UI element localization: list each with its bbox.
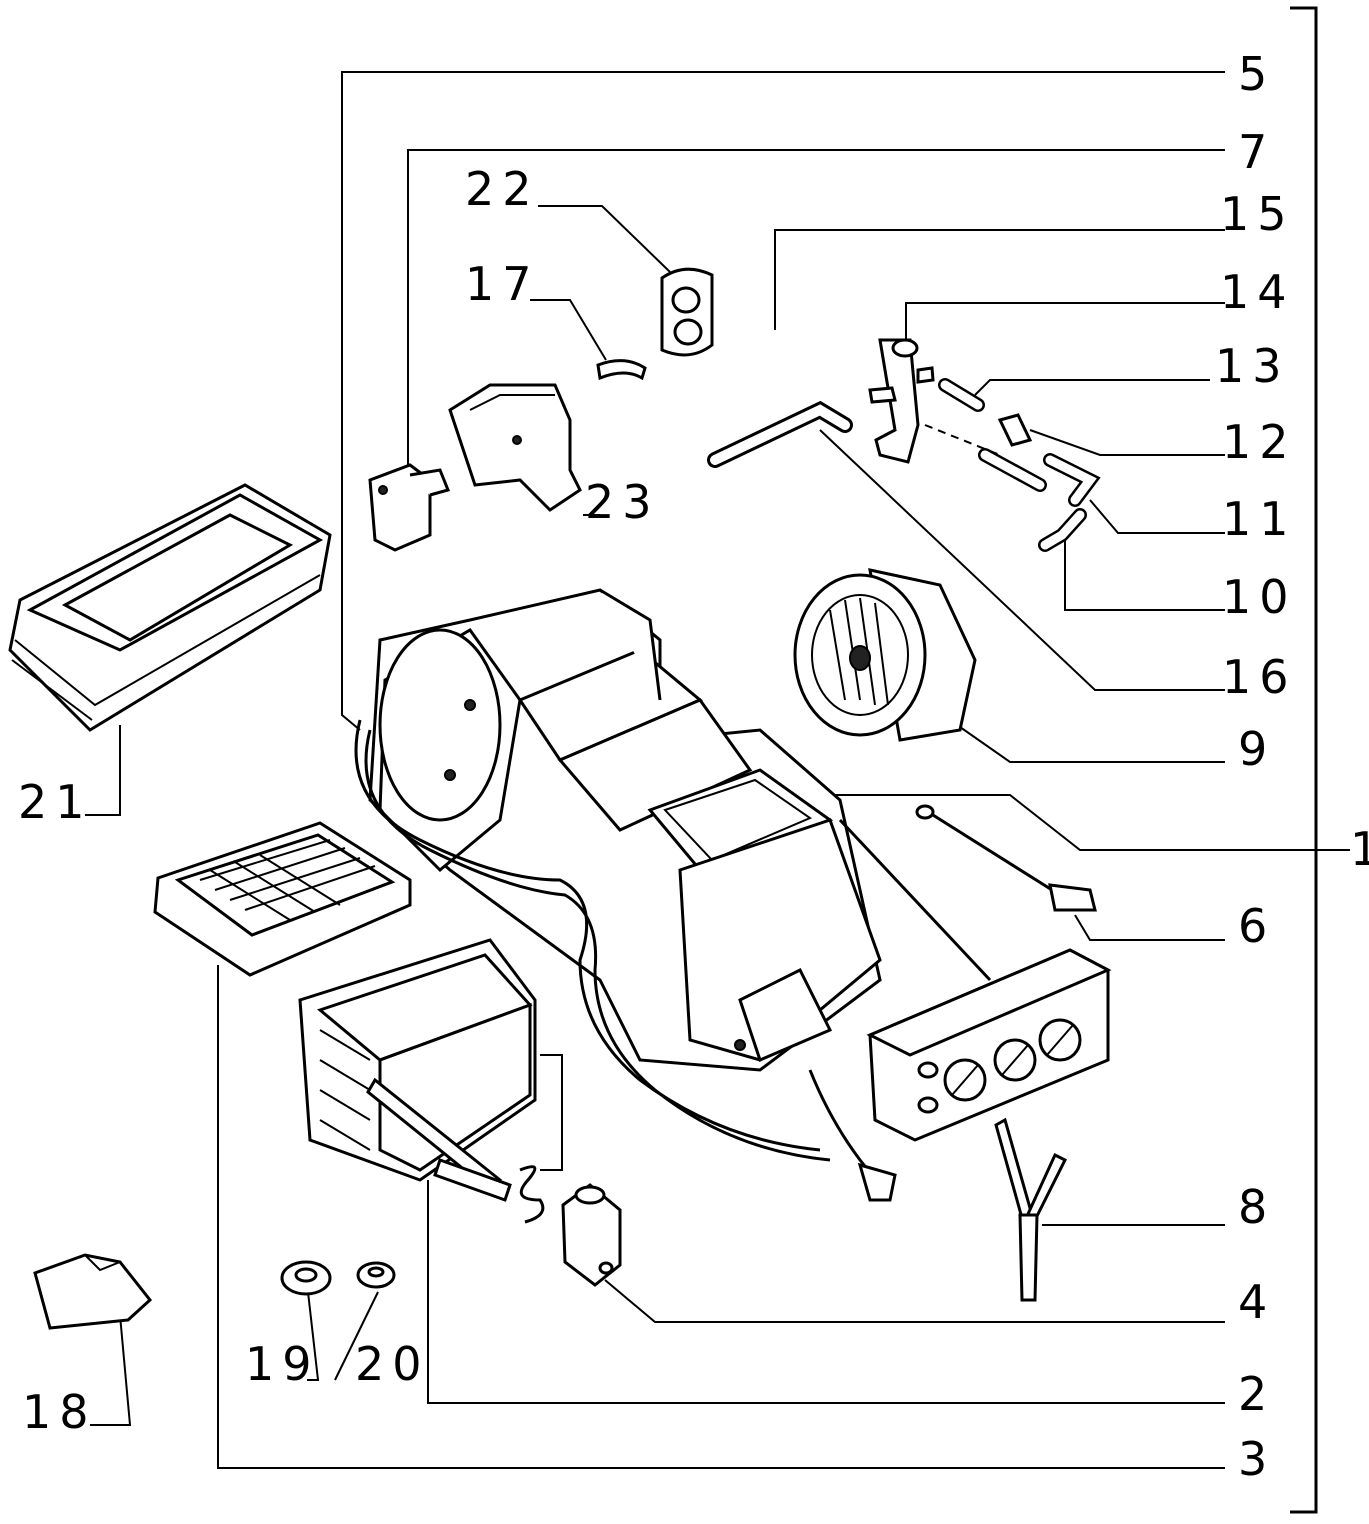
leader-17: [530, 299, 607, 361]
callout-5: 5: [1238, 47, 1275, 101]
hose-11: [978, 448, 1101, 507]
callout-labels: 5 7 22 15 14 17 13 12 11 10 16 9 23 21 1…: [18, 47, 1369, 1486]
leader-22: [538, 205, 671, 273]
expansion-valve: [561, 1183, 622, 1287]
wiring-harness: [354, 719, 992, 1202]
leader-lines: [85, 71, 1350, 1469]
small-clip: [997, 413, 1033, 447]
callout-1: 1: [1350, 822, 1369, 876]
callout-2: 2: [1238, 1367, 1275, 1421]
leader-21: [85, 725, 121, 816]
hose-10: [1038, 508, 1087, 552]
leader-2: [427, 1180, 1225, 1404]
heater-valve: [868, 338, 935, 464]
hose-16: [707, 400, 853, 468]
grommet: [660, 267, 714, 357]
callout-16: 16: [1222, 650, 1297, 704]
callout-23: 23: [585, 475, 660, 529]
leader-1: [830, 794, 1350, 851]
group-bracket: [1290, 6, 1318, 1514]
leader-7: [407, 149, 1225, 470]
leader-bracket-5: [540, 1054, 563, 1171]
callout-17: 17: [465, 257, 540, 311]
callout-14: 14: [1220, 265, 1295, 319]
evaporator: [298, 938, 537, 1202]
clip-s: [519, 1165, 545, 1224]
leader-16: [819, 429, 1225, 691]
hose-15: [740, 330, 855, 380]
leader-9: [949, 719, 1225, 763]
seal-pad: [33, 1253, 153, 1330]
bracket-cover: [448, 383, 582, 512]
leader-12: [1029, 429, 1225, 456]
leader-13: [974, 379, 1210, 396]
filter-housing: [8, 483, 332, 732]
leader-20: [334, 1291, 379, 1381]
leader-5: [341, 71, 1225, 731]
callout-19: 19: [245, 1337, 320, 1391]
heater-box: [368, 588, 882, 1072]
callout-7: 7: [1238, 125, 1275, 179]
callout-8: 8: [1238, 1180, 1275, 1234]
y-hose: [994, 1117, 1068, 1302]
callout-15: 15: [1220, 187, 1295, 241]
hose-13: [938, 378, 985, 412]
gaskets: [280, 1260, 396, 1296]
leader-15: [774, 229, 1225, 330]
callout-4: 4: [1238, 1275, 1275, 1329]
callout-20: 20: [355, 1337, 430, 1391]
callout-22: 22: [465, 162, 540, 216]
pollen-filter: [153, 821, 412, 977]
callout-18: 18: [22, 1385, 97, 1439]
callout-10: 10: [1222, 570, 1297, 624]
callout-13: 13: [1215, 339, 1290, 393]
hose-clip: [596, 359, 647, 381]
callout-12: 12: [1222, 415, 1297, 469]
callout-6: 6: [1238, 899, 1275, 953]
leader-6: [1074, 914, 1225, 941]
leader-3: [217, 965, 1225, 1469]
leader-4: [604, 1279, 1225, 1323]
temp-sensor: [915, 804, 1097, 912]
callout-3: 3: [1238, 1432, 1275, 1486]
blower-fan: [793, 568, 977, 742]
leader-18: [90, 1314, 132, 1426]
callout-9: 9: [1238, 722, 1275, 776]
callout-21: 21: [18, 775, 93, 829]
control-panel: [866, 948, 1112, 1142]
leader-19: [307, 1291, 320, 1381]
relay: [368, 463, 451, 552]
leader-14: [905, 302, 1225, 340]
callout-11: 11: [1222, 492, 1297, 546]
leader-10: [1064, 540, 1225, 611]
leader-11: [1089, 499, 1225, 534]
